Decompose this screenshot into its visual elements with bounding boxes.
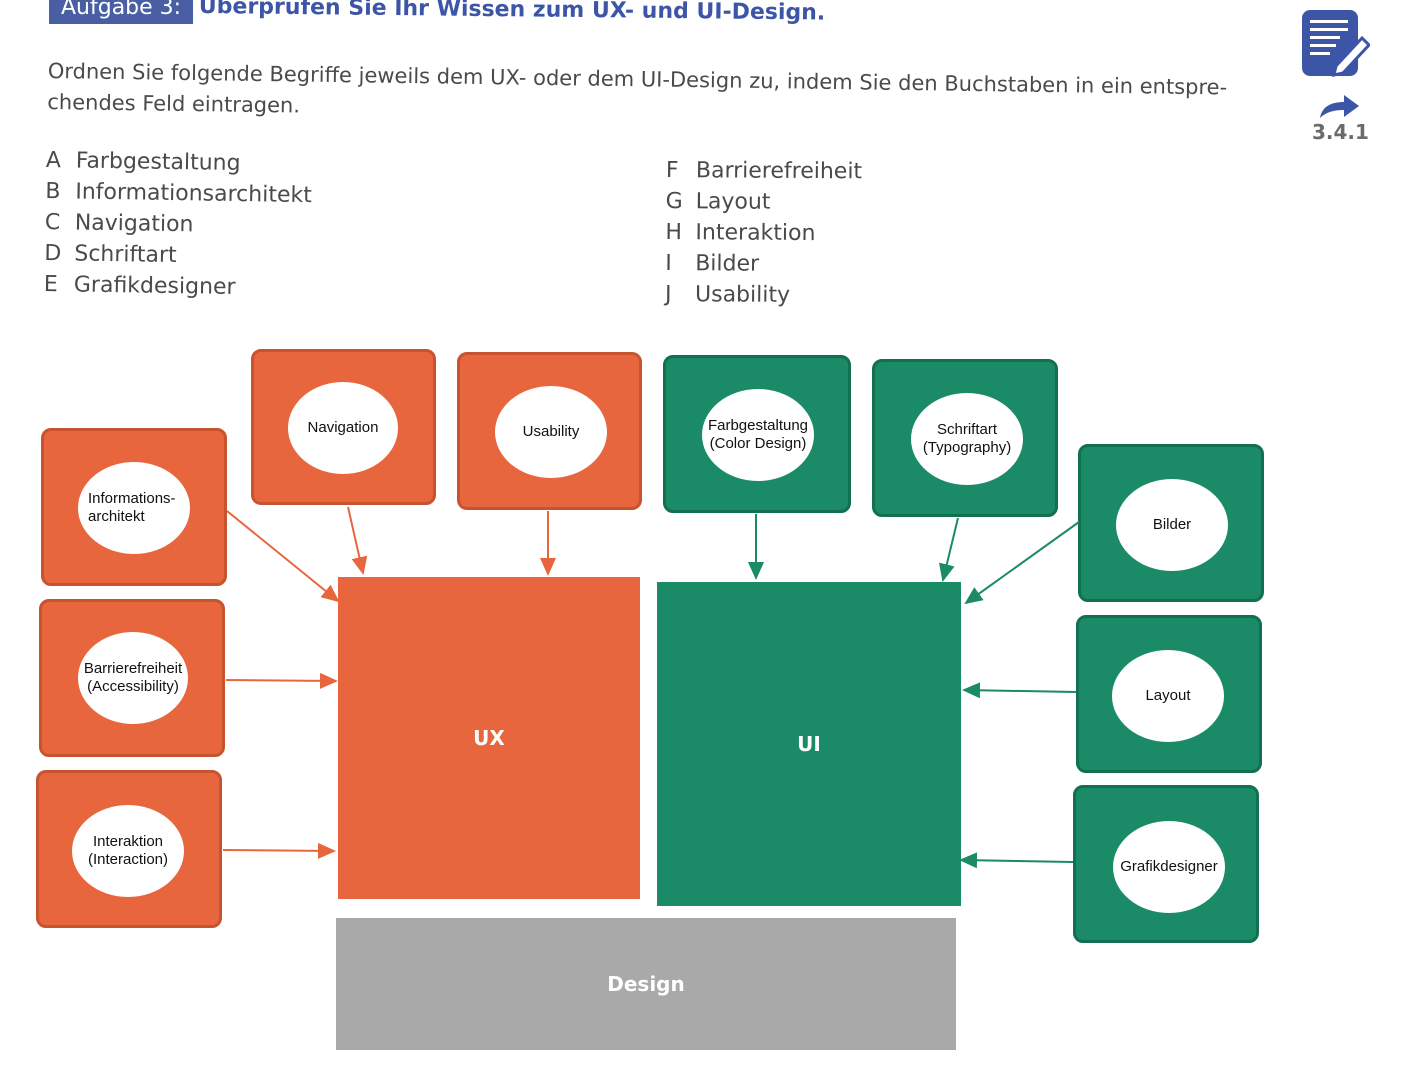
arrow-grafikdesigner <box>959 852 1074 869</box>
tile-schriftart: Schriftart (Typography) <box>872 359 1058 517</box>
tile-navigation: Navigation <box>251 349 436 505</box>
bubble-interaktion: Interaktion (Interaction) <box>72 805 184 897</box>
tile-barrierefreiheit: Barrierefreiheit (Accessibility) <box>39 599 225 757</box>
arrow-bilder <box>964 521 1080 605</box>
bubble-grafikdesigner: Grafikdesigner <box>1113 821 1225 913</box>
bubble-schriftart: Schriftart (Typography) <box>911 393 1023 485</box>
tile-informationsarchitekt: Informations- architekt <box>41 428 227 586</box>
bubble-informationsarchitekt: Informations- architekt <box>78 462 190 554</box>
arrow-informationsarchitekt <box>226 510 340 603</box>
tile-farbgestaltung: Farbgestaltung (Color Design) <box>663 355 851 513</box>
share-arrow-icon <box>1320 95 1359 118</box>
design-block: Design <box>336 918 956 1050</box>
task-badge: Aufgabe 3: <box>49 0 194 24</box>
bubble-barrierefreiheit: Barrierefreiheit (Accessibility) <box>78 632 188 724</box>
bubble-layout: Layout <box>1112 650 1224 742</box>
bubble-navigation: Navigation <box>288 382 398 474</box>
tile-bilder: Bilder <box>1078 444 1264 602</box>
ux-block: UX <box>338 577 640 899</box>
bubble-bilder: Bilder <box>1116 479 1228 571</box>
arrow-barrierefreiheit <box>225 672 338 689</box>
arrow-navigation <box>347 506 368 575</box>
ui-block: UI <box>657 582 961 906</box>
arrow-schriftart <box>938 517 959 582</box>
arrow-interaktion <box>222 842 336 859</box>
tile-grafikdesigner: Grafikdesigner <box>1073 785 1259 943</box>
task-title: Überprüfen Sie Ihr Wissen zum UX- und UI… <box>198 0 826 26</box>
tile-usability: Usability <box>457 352 642 510</box>
note-pencil-icon <box>1302 10 1370 77</box>
section-reference: 3.4.1 <box>1312 120 1369 144</box>
tile-interaktion: Interaktion (Interaction) <box>36 770 222 928</box>
arrow-layout <box>962 682 1077 699</box>
bubble-usability: Usability <box>495 386 607 478</box>
tile-layout: Layout <box>1076 615 1262 773</box>
task-instructions: Ordnen Sie folgende Begriffe jeweils dem… <box>47 58 1228 118</box>
bubble-farbgestaltung: Farbgestaltung (Color Design) <box>702 389 814 481</box>
